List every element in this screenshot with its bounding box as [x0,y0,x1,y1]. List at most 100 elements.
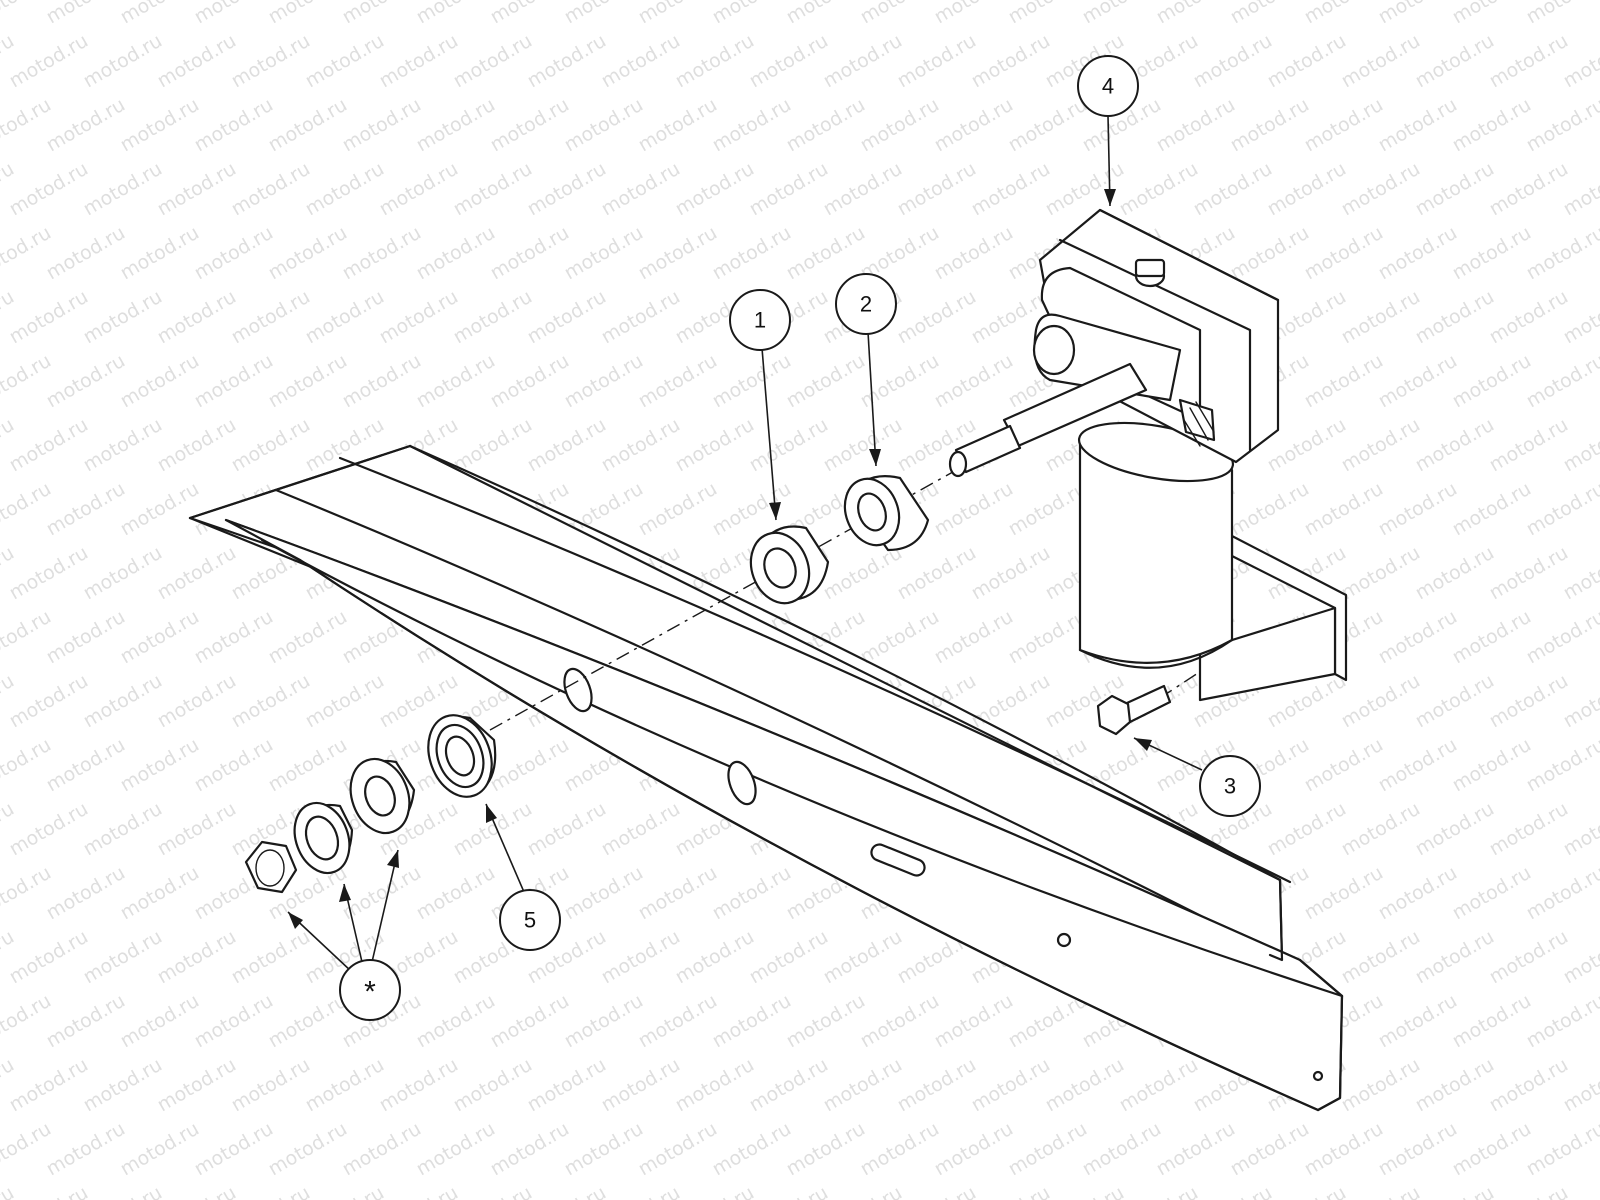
watermark-text: motod.ru [1523,1118,1600,1181]
watermark-text: motod.ru [598,30,684,93]
watermark-text: motod.ru [302,30,388,93]
watermark-text: motod.ru [0,734,55,797]
watermark-text: motod.ru [635,478,721,541]
motor-assembly [948,208,1348,702]
watermark-text: motod.ru [0,222,55,285]
watermark-text: motod.ru [191,94,277,157]
watermark-text: motod.ru [117,606,203,669]
watermark-text: motod.ru [1486,1054,1572,1117]
watermark-text: motod.ru [43,94,129,157]
watermark-text: motod.ru [598,798,684,861]
watermark-text: motod.ru [1301,222,1387,285]
watermark-text: motod.ru [228,414,314,477]
watermark-text: motod.ru [413,222,499,285]
watermark-text: motod.ru [561,0,647,28]
watermark-text: motod.ru [783,94,869,157]
watermark-text: motod.ru [80,542,166,605]
watermark-text: motod.ru [43,734,129,797]
watermark-text: motod.ru [80,158,166,221]
watermark-text: motod.ru [1338,1054,1424,1117]
watermark-text: motod.ru [80,414,166,477]
callout-star-circle [339,959,401,1021]
callout-2-label: 2 [860,292,872,317]
watermark-text: motod.ru [1375,0,1461,28]
watermark-text: motod.ru [413,1118,499,1181]
watermark-text: motod.ru [1301,350,1387,413]
watermark-text: motod.ru [228,158,314,221]
watermark-text: motod.ru [191,1118,277,1181]
watermark-text: motod.ru [0,350,55,413]
watermark-text: motod.ru [1190,1182,1276,1200]
watermark-text: motod.ru [487,94,573,157]
watermark-text: motod.ru [1005,1118,1091,1181]
watermark-text: motod.ru [265,350,351,413]
watermark-text: motod.ru [1301,862,1387,925]
watermark-text: motod.ru [339,0,425,28]
watermark-text: motod.ru [894,158,980,221]
watermark-text: motod.ru [0,94,55,157]
watermark-text: motod.ru [0,862,55,925]
watermark-text: motod.ru [1375,222,1461,285]
watermark-text: motod.ru [117,94,203,157]
watermark-text: motod.ru [1486,414,1572,477]
watermark-text: motod.ru [1412,30,1498,93]
watermark-text: motod.ru [968,542,1054,605]
watermark-text: motod.ru [191,734,277,797]
watermark-text: motod.ru [450,1182,536,1200]
watermark-text: motod.ru [1338,798,1424,861]
watermark-text: motod.ru [191,222,277,285]
watermark-text: motod.ru [1338,286,1424,349]
watermark-text: motod.ru [1449,1118,1535,1181]
watermark-text: motod.ru [154,542,240,605]
watermark-text: motod.ru [783,1118,869,1181]
watermark-text: motod.ru [228,1054,314,1117]
watermark-text: motod.ru [1449,606,1535,669]
watermark-text: motod.ru [931,606,1017,669]
watermark-text: motod.ru [1264,1182,1350,1200]
watermark-text: motod.ru [561,94,647,157]
watermark-text: motod.ru [450,30,536,93]
watermark-text: motod.ru [6,542,92,605]
watermark-text: motod.ru [1375,990,1461,1053]
watermark-text: motod.ru [968,30,1054,93]
watermark-text: motod.ru [672,30,758,93]
watermark-text: motod.ru [746,158,832,221]
watermark-text: motod.ru [0,606,55,669]
watermark-text: motod.ru [524,30,610,93]
watermark-text: motod.ru [228,1182,314,1200]
watermark-text: motod.ru [302,1054,388,1117]
watermark-text: motod.ru [598,1054,684,1117]
watermark-text: motod.ru [487,990,573,1053]
watermark-text: motod.ru [1412,1054,1498,1117]
watermark-text: motod.ru [857,94,943,157]
watermark-text: motod.ru [43,862,129,925]
watermark-text: motod.ru [968,1182,1054,1200]
watermark-text: motod.ru [1190,30,1276,93]
watermark-text: motod.ru [783,0,869,28]
watermark-text: motod.ru [0,990,55,1053]
spacer-part-2 [843,475,930,552]
watermark-text: motod.ru [931,222,1017,285]
watermark-text: motod.ru [1227,1118,1313,1181]
watermark-text: motod.ru [450,414,536,477]
watermark-text: motod.ru [820,158,906,221]
watermark-text: motod.ru [154,158,240,221]
watermark-text: motod.ru [80,30,166,93]
watermark-text: motod.ru [154,1182,240,1200]
watermark-text: motod.ru [1227,222,1313,285]
watermark-text: motod.ru [191,990,277,1053]
watermark-text: motod.ru [154,30,240,93]
watermark-text: motod.ru [1523,94,1600,157]
watermark-text: motod.ru [1486,1182,1572,1200]
watermark-text: motod.ru [1449,478,1535,541]
watermark-text: motod.ru [80,286,166,349]
watermark-text: motod.ru [635,0,721,28]
watermark-text: motod.ru [598,158,684,221]
watermark-text: motod.ru [1338,1182,1424,1200]
watermark-text: motod.ru [894,1182,980,1200]
watermark-text: motod.ru [6,670,92,733]
watermark-text: motod.ru [43,1118,129,1181]
watermark-text: motod.ru [6,798,92,861]
watermark-text: motod.ru [1412,670,1498,733]
